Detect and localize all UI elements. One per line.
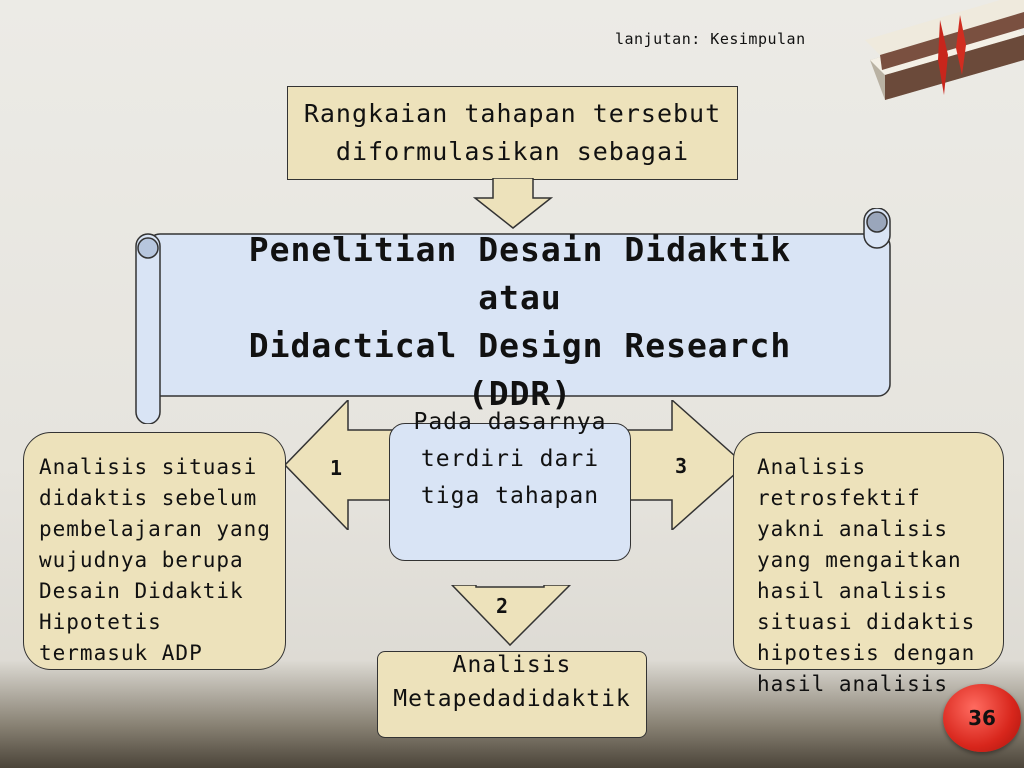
scroll-banner bbox=[135, 208, 891, 424]
stage-label-1: 1 bbox=[330, 456, 343, 480]
formulation-box: Rangkaian tahapan tersebut diformulasika… bbox=[287, 86, 738, 180]
scroll-line-4: (DDR) bbox=[467, 374, 573, 413]
stage-2-text: Analisis Metapedadidaktik bbox=[393, 652, 631, 712]
stage-label-2: 2 bbox=[496, 594, 509, 618]
stages-center-text: Pada dasarnya terdiri dari tiga tahapan bbox=[413, 409, 607, 509]
arrow-down-icon bbox=[450, 585, 572, 647]
scroll-line-2: atau bbox=[478, 278, 562, 317]
page-number-badge: 36 bbox=[943, 684, 1021, 752]
stage-label-3: 3 bbox=[675, 454, 688, 478]
stage-3-text: Analisis retrosfektif yakni analisis yan… bbox=[757, 455, 976, 696]
stage-2-box bbox=[377, 651, 647, 738]
arrow-down-icon bbox=[473, 178, 553, 229]
stage-1-text: Analisis situasi didaktis sebelum pembel… bbox=[39, 455, 271, 665]
scroll-line-1: Penelitian Desain Didaktik bbox=[248, 230, 792, 269]
slide-subtitle: lanjutan: Kesimpulan bbox=[615, 30, 806, 48]
scroll-line-3: Didactical Design Research bbox=[248, 326, 792, 365]
stage-1-box bbox=[23, 432, 286, 670]
stages-center-box: Pada dasarnya terdiri dari tiga tahapan bbox=[389, 409, 631, 561]
stage-3-box bbox=[733, 432, 1004, 670]
side-arrows bbox=[285, 400, 745, 530]
books-icon bbox=[865, 0, 1024, 100]
scroll-title: Penelitian Desain Didaktik atau Didactic… bbox=[180, 226, 860, 418]
